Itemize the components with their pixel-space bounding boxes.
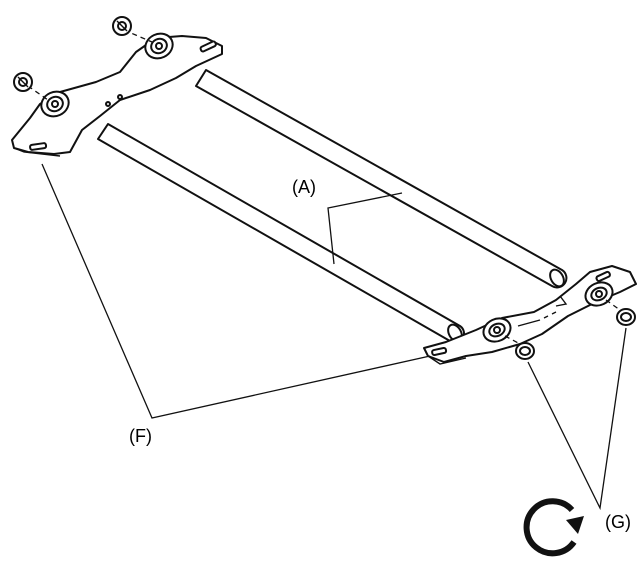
- leader-a: [327, 192, 403, 265]
- bolt-left-1: [13, 72, 33, 92]
- label-g: (G): [605, 512, 631, 532]
- nut-g-2: [616, 308, 636, 326]
- bracket-left: [11, 32, 223, 157]
- bolt-left-2: [112, 16, 132, 36]
- leader-g: [527, 327, 627, 511]
- leader-f: [41, 163, 431, 419]
- clockwise-rotation-arrow-icon: [523, 498, 584, 557]
- label-f: (F): [129, 426, 152, 446]
- nut-g-1: [515, 342, 535, 360]
- rod-lower: [97, 123, 465, 344]
- bracket-right: [423, 265, 637, 365]
- label-a: (A): [292, 177, 316, 197]
- rod-upper: [195, 69, 568, 289]
